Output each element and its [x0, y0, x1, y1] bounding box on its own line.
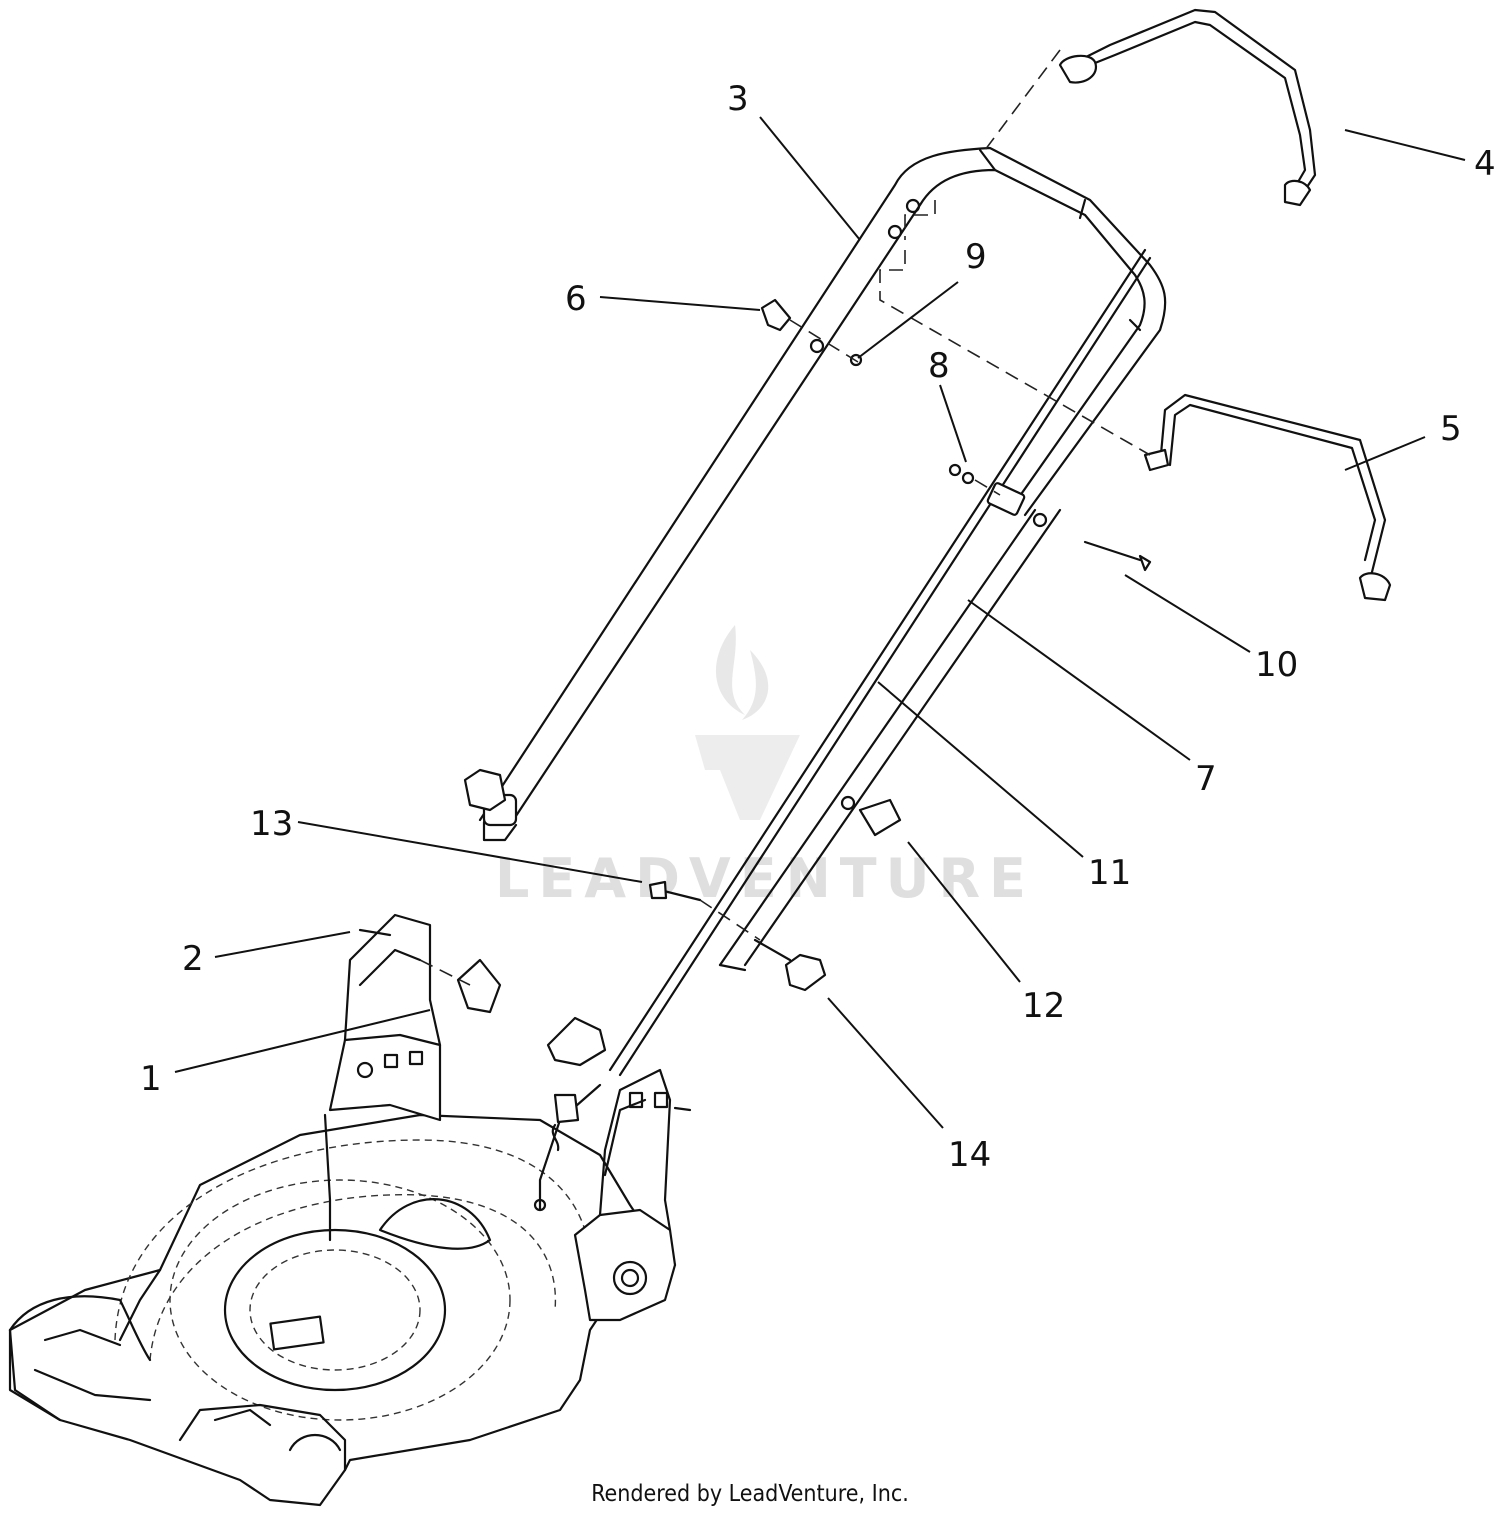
callout-10: 10 — [1255, 645, 1298, 685]
mower-deck — [8, 913, 692, 1507]
callout-9: 9 — [965, 237, 987, 277]
callout-13: 13 — [250, 804, 293, 844]
callout-2: 2 — [182, 939, 204, 979]
callout-8: 8 — [928, 346, 950, 386]
control-cable — [538, 248, 1152, 1212]
watermark: LEADVENTURE — [495, 625, 1026, 910]
operator-bail-5 — [1143, 393, 1392, 602]
handle-upper — [463, 146, 1167, 842]
callout-3: 3 — [727, 79, 749, 119]
callout-labels: 1 2 3 4 5 6 7 8 9 10 11 12 13 14 — [140, 79, 1496, 1175]
render-credit: Rendered by LeadVenture, Inc. — [591, 1481, 909, 1507]
callout-4: 4 — [1474, 144, 1496, 184]
hardware — [358, 298, 1152, 1212]
handle-lower — [718, 508, 1062, 972]
callout-1: 1 — [140, 1059, 162, 1099]
callout-14: 14 — [948, 1135, 991, 1175]
callout-11: 11 — [1088, 853, 1131, 893]
callout-7: 7 — [1195, 759, 1217, 799]
callout-5: 5 — [1440, 409, 1462, 449]
assembly-lines — [419, 49, 1151, 986]
leader-lines — [174, 116, 1466, 1129]
callout-12: 12 — [1022, 986, 1065, 1026]
callout-6: 6 — [565, 279, 587, 319]
operator-bail-4 — [1058, 8, 1317, 207]
